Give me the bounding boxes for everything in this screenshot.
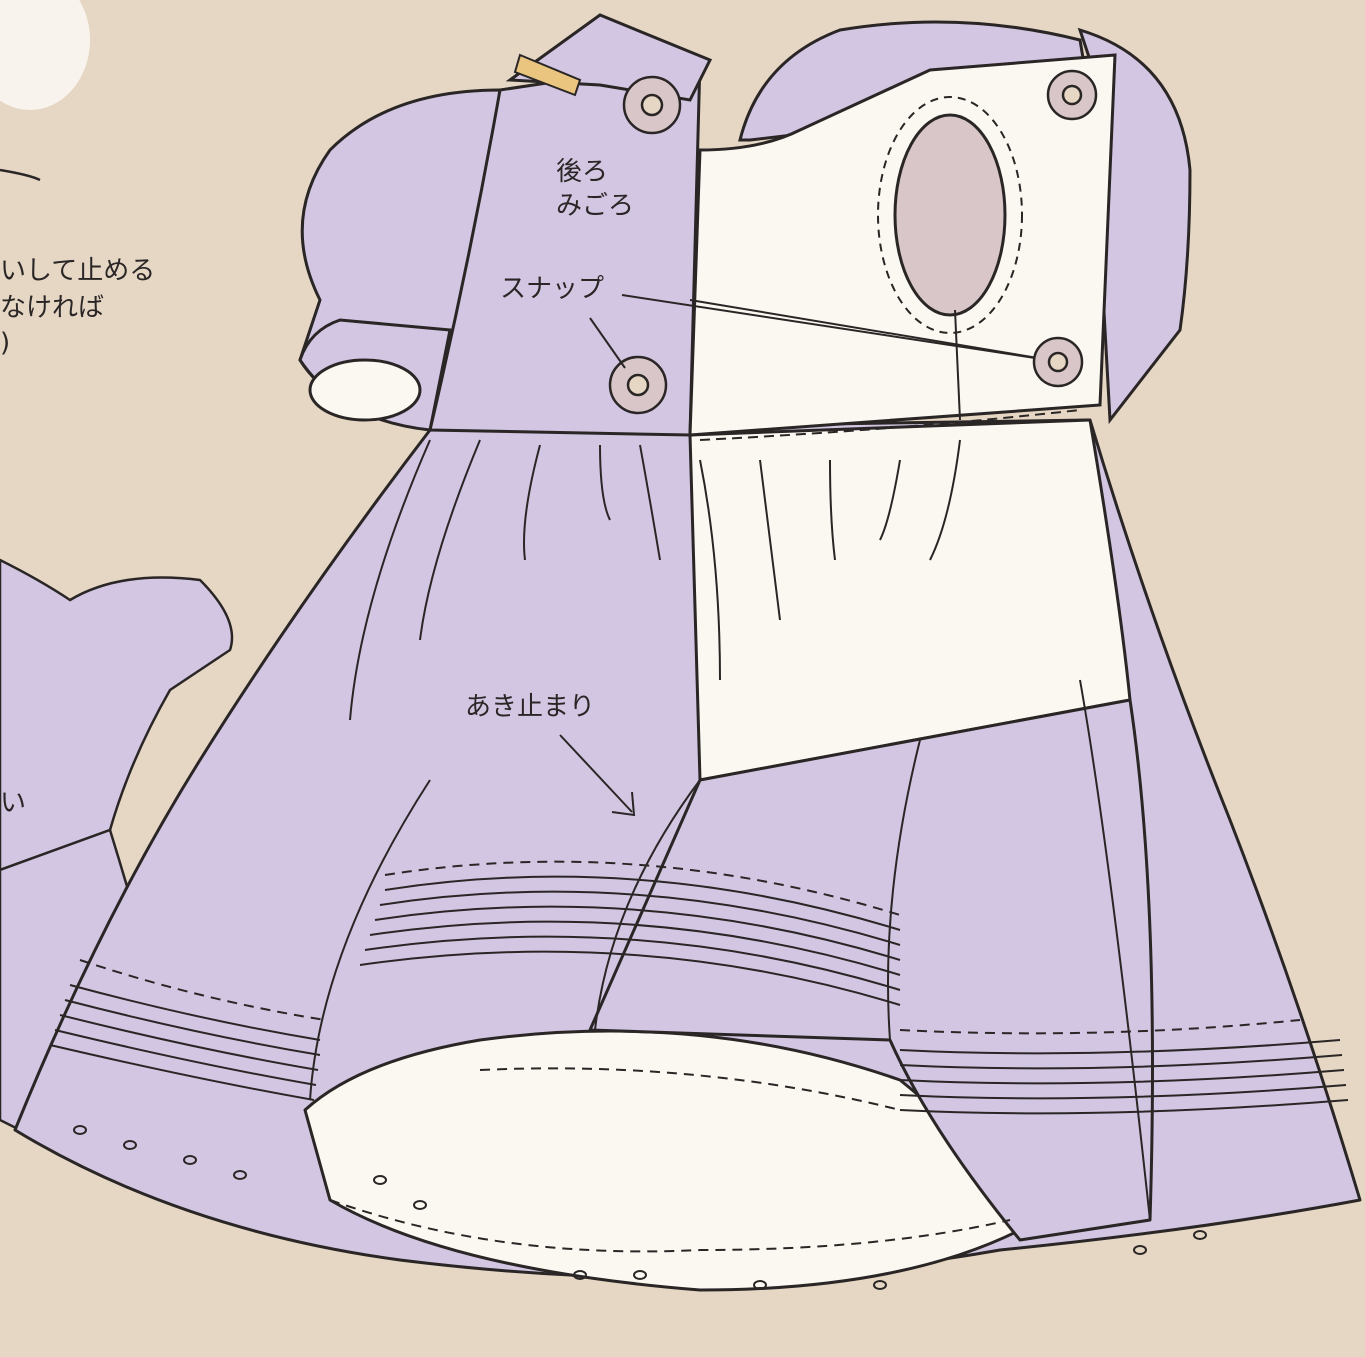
side-note-line1: いして止める: [0, 254, 155, 288]
snap-label: スナップ: [500, 272, 604, 306]
side-note-line2: なければ: [0, 291, 104, 325]
left-white-patch: [0, 0, 90, 110]
back-bodice-label-line1: 後ろ: [556, 155, 634, 189]
side-note-line4: い: [0, 786, 26, 820]
opening-end-label: あき止まり: [465, 690, 595, 724]
skirt: [15, 420, 1360, 1290]
back-bodice-label-line2: みごろ: [556, 189, 634, 223]
back-bodice-label: 後ろ みごろ: [556, 155, 634, 223]
side-note-line3: ): [0, 326, 10, 360]
